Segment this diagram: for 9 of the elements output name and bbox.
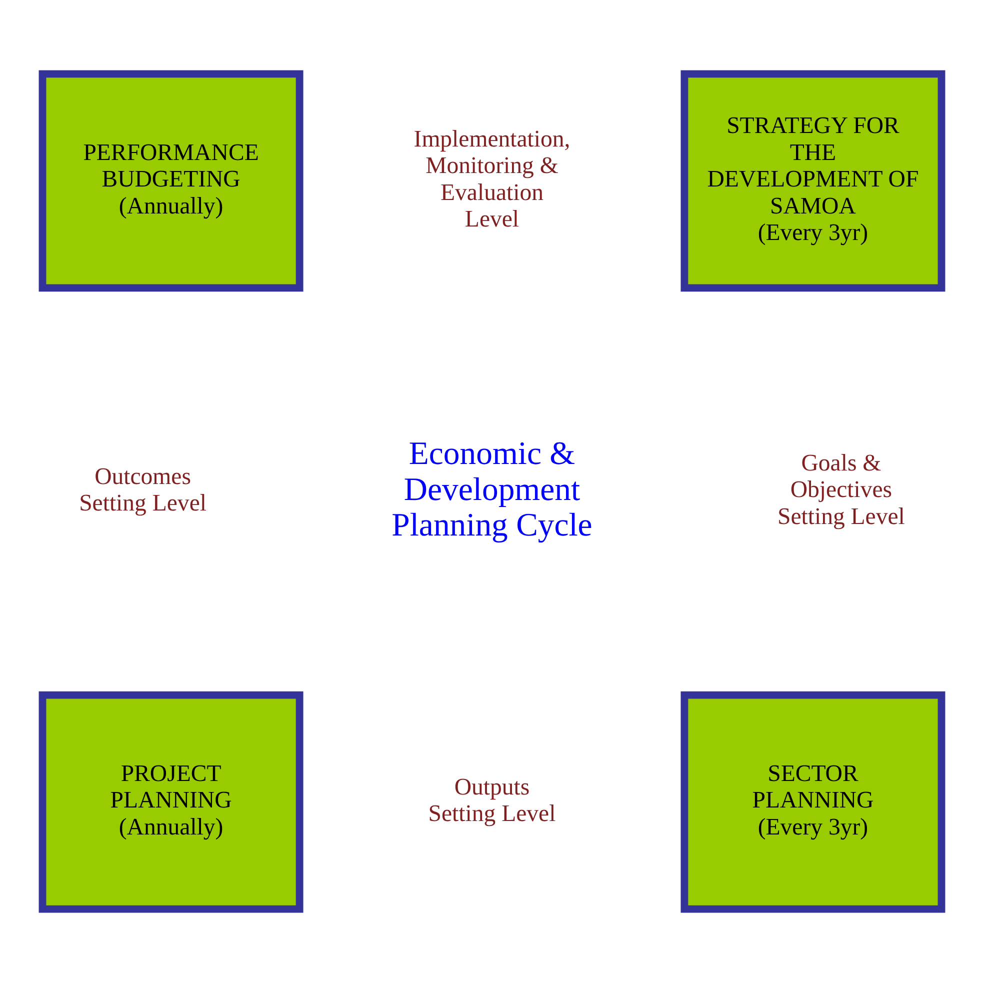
label: Outcomes Setting Level <box>79 464 206 517</box>
node-box: SECTOR PLANNING (Every 3yr) <box>680 691 946 913</box>
label: Economic & Development Planning Cycle <box>392 436 592 544</box>
node-box: PROJECT PLANNING (Annually) <box>38 691 304 913</box>
label: Implementation, Monitoring & Evaluation Level <box>414 126 570 233</box>
label: Goals & Objectives Setting Level <box>778 450 905 530</box>
node-box: STRATEGY FOR THE DEVELOPMENT OF SAMOA (Every 3yr) <box>680 70 946 292</box>
label: Outputs Setting Level <box>428 774 556 828</box>
node-box: PERFORMANCE BUDGETING (Annually) <box>38 70 304 292</box>
